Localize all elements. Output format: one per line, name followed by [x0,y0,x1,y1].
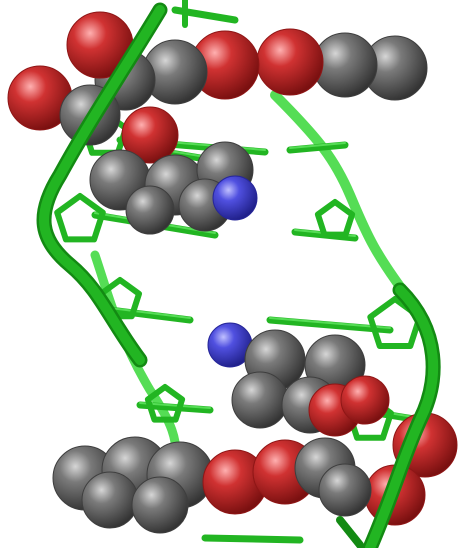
nitrogen-atom [212,175,258,221]
base-rung-highlight [289,142,346,149]
oxygen-atom [340,375,390,425]
sugar-ring [98,277,142,320]
base-rung-highlight [109,307,191,319]
front-strand-group [36,0,441,548]
bottom-stick [336,516,364,548]
base-rung [106,306,194,324]
carbon-atom [318,463,372,517]
base-rung-highlight [269,317,391,329]
front-backbone-strand-fill [39,5,165,365]
oxygen-atom [121,106,179,164]
carbon-atom [81,471,139,529]
sugar-ring [54,193,106,243]
front-backbone-strand-right-fill [365,285,439,548]
carbon-atom [131,476,189,534]
base-rung [286,141,349,154]
carbon-atom [125,185,175,235]
carbon-atom [231,371,289,429]
bottom-stick [201,534,304,544]
base-rung [266,316,394,334]
sugar-ring [314,199,356,238]
sugar-ring [144,384,186,423]
oxygen-atom [256,28,324,96]
